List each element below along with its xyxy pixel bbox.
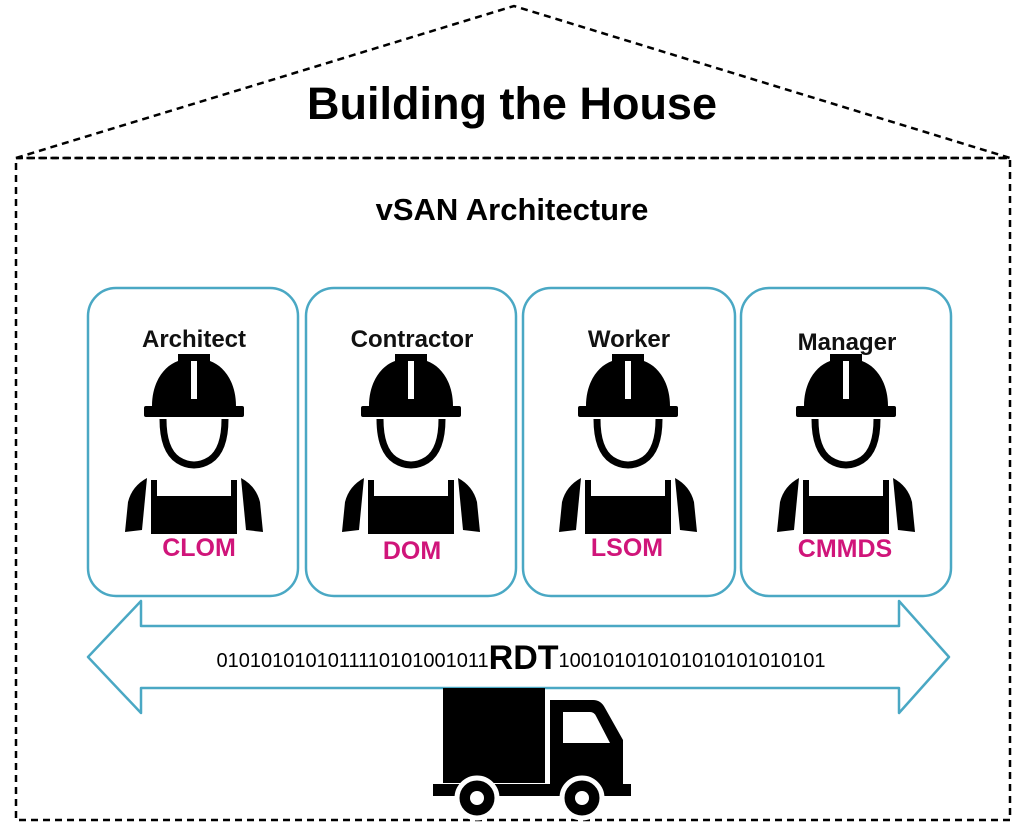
component-label-cmmds: CMMDS	[797, 535, 893, 563]
diagram-title: Building the House	[307, 78, 717, 129]
house-walls	[14, 156, 1012, 822]
role-label-manager: Manager	[797, 329, 897, 356]
role-label-worker: Worker	[587, 326, 671, 353]
transport-arrow	[86, 599, 951, 715]
bits-left: 0101010101011110101001011	[216, 650, 489, 672]
bits-right: 100101010101010101010101	[558, 650, 826, 672]
rdt-label: RDT	[488, 639, 559, 677]
component-label-clom: CLOM	[162, 534, 236, 562]
rdt-bitstream: 0101010101011110101001011RDT100101010101…	[126, 638, 916, 681]
component-label-lsom: LSOM	[590, 534, 664, 562]
component-label-dom: DOM	[382, 537, 442, 565]
role-label-architect: Architect	[141, 326, 247, 353]
delivery-truck-icon	[433, 688, 631, 818]
role-label-contractor: Contractor	[350, 326, 474, 353]
diagram-subtitle: vSAN Architecture	[375, 192, 649, 227]
